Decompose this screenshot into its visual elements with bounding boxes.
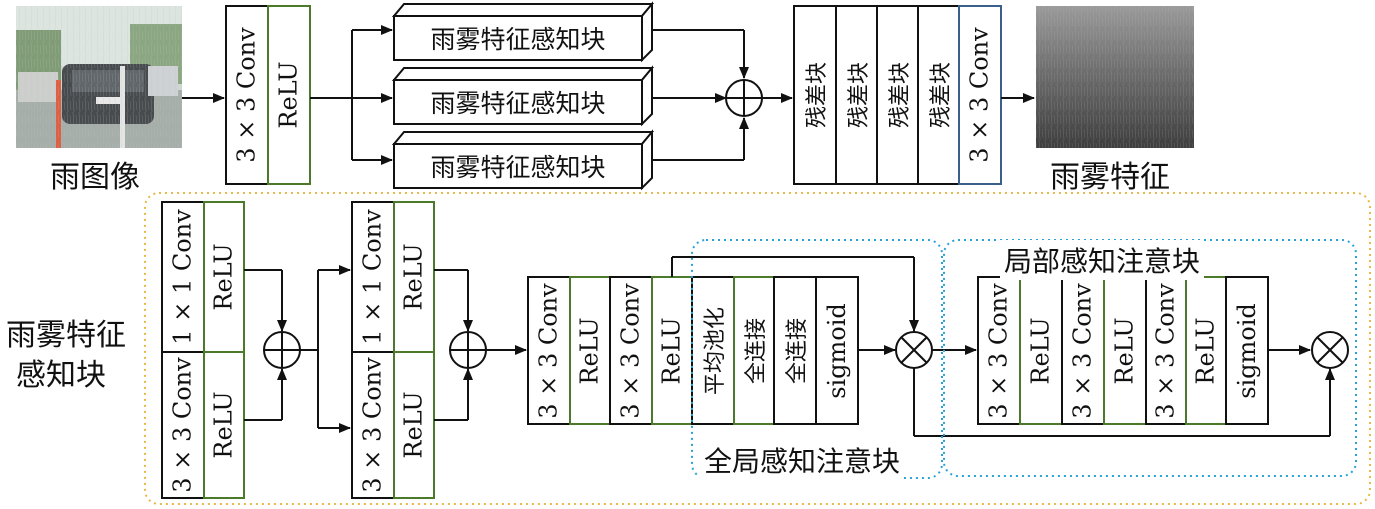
output-caption: 雨雾特征: [1050, 160, 1170, 195]
rain-feature-output-image: [1036, 6, 1194, 148]
merge-arrows: [652, 29, 749, 161]
to-local-arrows: [913, 345, 1335, 437]
perception-block-3-label: 雨雾特征感知块: [430, 153, 606, 182]
perception-block-3: [391, 129, 655, 191]
sigmoid-1-label: sigmoid: [823, 302, 852, 399]
multiply-node-1: [895, 331, 933, 369]
rain-input-image: [16, 6, 182, 148]
branch-group-2: [351, 201, 435, 499]
perception-block-2: [391, 65, 655, 127]
global-attention-title: 全局感知注意块: [700, 440, 905, 480]
local-conv-2-label: 3 × 3 Conv: [1069, 282, 1097, 419]
g1-conv3x3-label: 3 × 3 Conv: [169, 357, 197, 493]
local-relu-3-label: ReLU: [1192, 316, 1220, 385]
chain-relu-1-label: ReLU: [576, 316, 604, 385]
local-attention-title: 局部感知注意块: [1000, 240, 1205, 280]
conv-chain: [527, 276, 859, 425]
group2-arrows: [434, 269, 473, 421]
top-conv-box: [225, 5, 269, 185]
g2-conv3x3-label: 3 × 3 Conv: [359, 357, 387, 493]
chain-conv-1-label: 3 × 3 Conv: [535, 282, 563, 419]
top-relu-box: [267, 5, 311, 185]
g1-relu-bottom-label: ReLU: [210, 391, 238, 459]
top-relu-label: ReLU: [275, 61, 303, 129]
chain-relu-2-label: ReLU: [658, 316, 686, 385]
global-skip-arrow: [671, 256, 919, 332]
perception-block-1-label: 雨雾特征感知块: [430, 25, 606, 54]
local-relu-1-label: ReLU: [1027, 316, 1055, 385]
perception-block-2-label: 雨雾特征感知块: [430, 89, 606, 118]
g2-relu-top-label: ReLU: [400, 243, 428, 311]
perception-block-1: [391, 1, 655, 63]
group1-arrows: [244, 269, 287, 421]
final-conv-label: 3 × 3 Conv: [966, 27, 994, 163]
g1-relu-top-label: ReLU: [210, 243, 238, 311]
fc-2-label: 全连接: [785, 317, 811, 384]
top-sum-node: [725, 79, 763, 117]
residual-stack: [793, 5, 960, 185]
local-conv-1-label: 3 × 3 Conv: [985, 282, 1013, 419]
final-conv-box: [958, 5, 1002, 185]
fc-1-label: 全连接: [744, 317, 770, 384]
multiply-node-2: [1311, 331, 1349, 369]
sigmoid-2-label: sigmoid: [1233, 302, 1262, 399]
residual-block-4-label: 残差块: [928, 61, 954, 129]
residual-block-3-label: 残差块: [887, 61, 913, 129]
g2-relu-bottom-label: ReLU: [400, 391, 428, 459]
input-caption: 雨图像: [50, 160, 140, 195]
sum-node-1: [263, 331, 301, 369]
split-to-group2: [300, 265, 351, 433]
global-attention-frame: [691, 239, 943, 479]
split-arrows: [310, 25, 393, 165]
local-relu-2-label: ReLU: [1111, 316, 1139, 385]
g2-conv1x1-label: 1 × 1 Conv: [359, 209, 387, 345]
chain-conv-2-label: 3 × 3 Conv: [617, 282, 645, 419]
top-conv-label: 3 × 3 Conv: [233, 27, 261, 163]
local-attention-chain: [977, 276, 1269, 425]
residual-block-2-label: 残差块: [846, 61, 872, 129]
local-conv-3-label: 3 × 3 Conv: [1152, 282, 1180, 419]
residual-block-1-label: 残差块: [805, 61, 831, 129]
sum-node-2: [449, 331, 487, 369]
branch-group-1: [161, 201, 245, 499]
avgpool-label: 平均池化: [703, 306, 729, 395]
section-title-line2: 感知块: [16, 358, 106, 393]
section-title-line1: 雨雾特征: [6, 318, 126, 353]
g1-conv1x1-label: 1 × 1 Conv: [169, 209, 197, 345]
